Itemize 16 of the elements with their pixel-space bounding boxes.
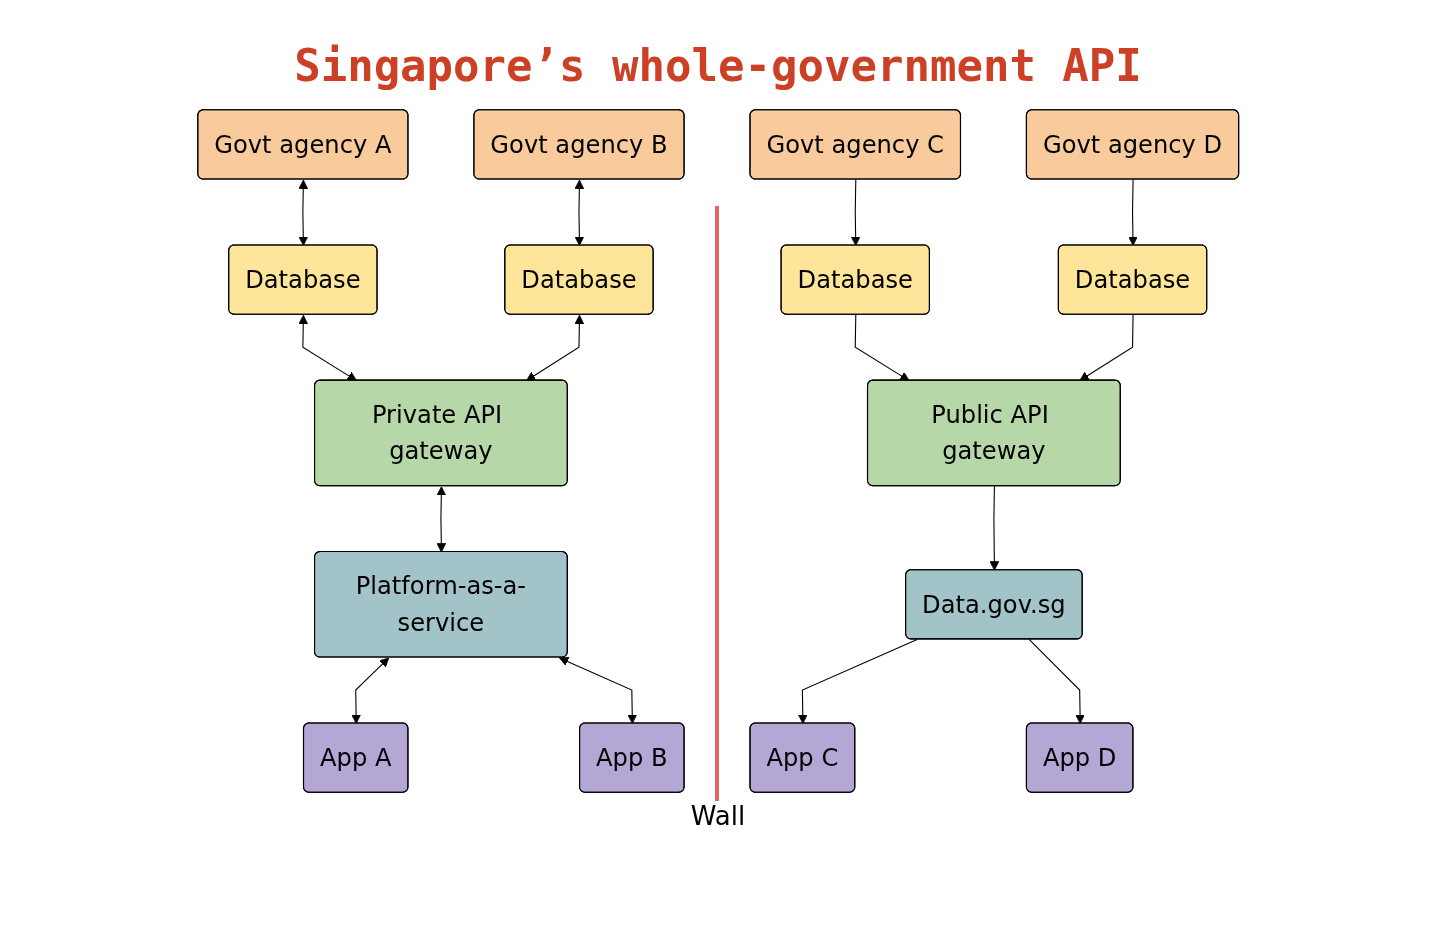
wall-label: Wall [690, 801, 746, 831]
diagram-title: Singapore’s whole-government API [294, 40, 1142, 91]
arrow [1127, 179, 1138, 246]
arrow [797, 638, 918, 724]
arrow [854, 314, 910, 382]
arrow [989, 485, 999, 571]
arrow [1079, 314, 1134, 382]
arrow [525, 314, 584, 382]
arrow [298, 314, 357, 382]
arrow [351, 657, 389, 724]
arrow [558, 656, 637, 724]
arrow [574, 179, 584, 246]
arrow [298, 179, 308, 246]
arrow [1028, 638, 1085, 724]
arrow [436, 486, 446, 553]
arrow [850, 179, 861, 246]
